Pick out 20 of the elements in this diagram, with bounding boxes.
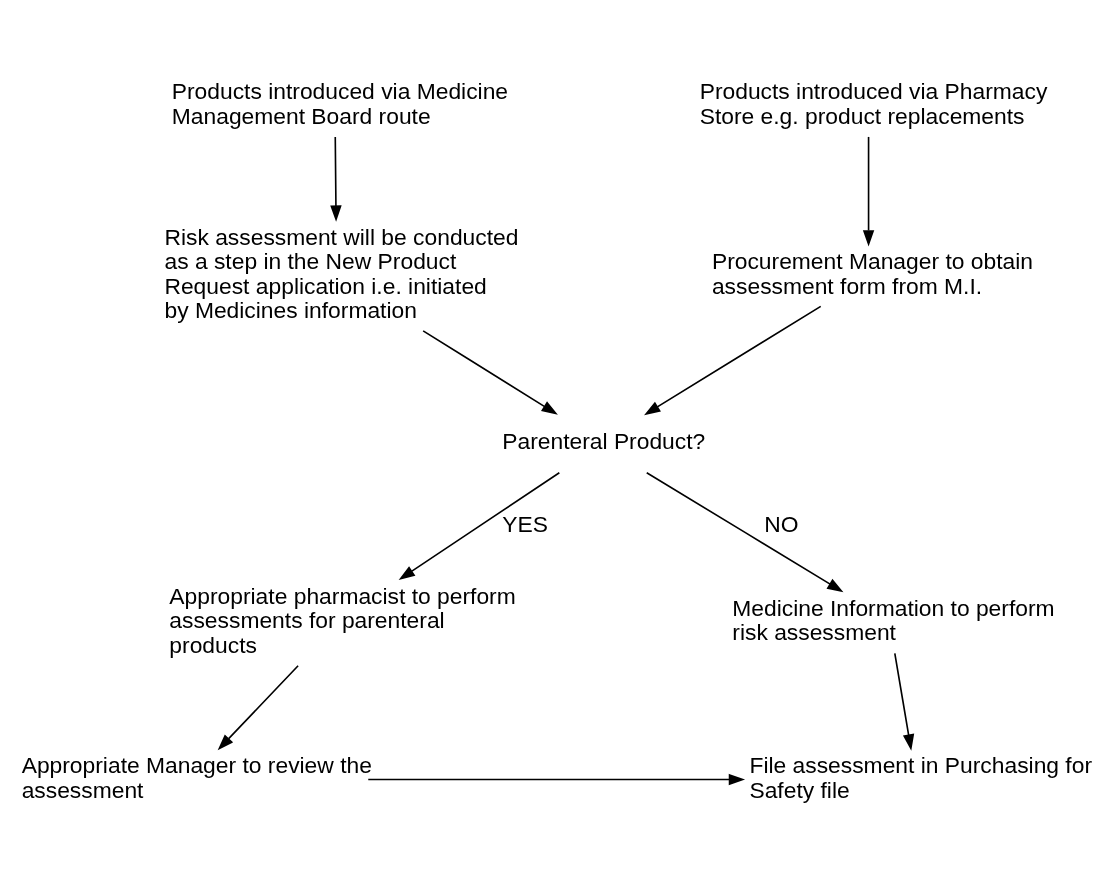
arrow: [330, 135, 342, 222]
node-text: File assessment in Purchasing for Safety file: [749, 751, 1093, 803]
arrow: [644, 305, 822, 415]
arrow: [367, 773, 746, 785]
node-text: Products introduced via Medicine Management Board route: [171, 77, 509, 129]
arrow: [217, 664, 299, 750]
arrow: [645, 471, 844, 592]
node-text: Medicine Information to perform risk assessment: [732, 594, 1055, 645]
arrow: [422, 329, 558, 415]
node-text: Appropriate Manager to review the assessment: [21, 751, 372, 803]
arrow: [862, 135, 875, 247]
edge-label: NO: [764, 510, 799, 537]
node-text: Risk assessment will be conducted as a step in the New Product Request application i.e. initiated by Medicines information: [164, 223, 519, 323]
node-text: Procurement Manager to obtain assessment form from M.I.: [711, 247, 1033, 299]
node-text: Parenteral Product?: [502, 427, 706, 454]
node-text: Appropriate pharmacist to perform assessments for parenteral products: [169, 582, 516, 658]
arrow: [398, 471, 561, 580]
edge-label: YES: [502, 510, 549, 537]
arrow: [894, 652, 915, 751]
node-text: Products introduced via Pharmacy Store e.g. product replacements: [699, 77, 1048, 129]
